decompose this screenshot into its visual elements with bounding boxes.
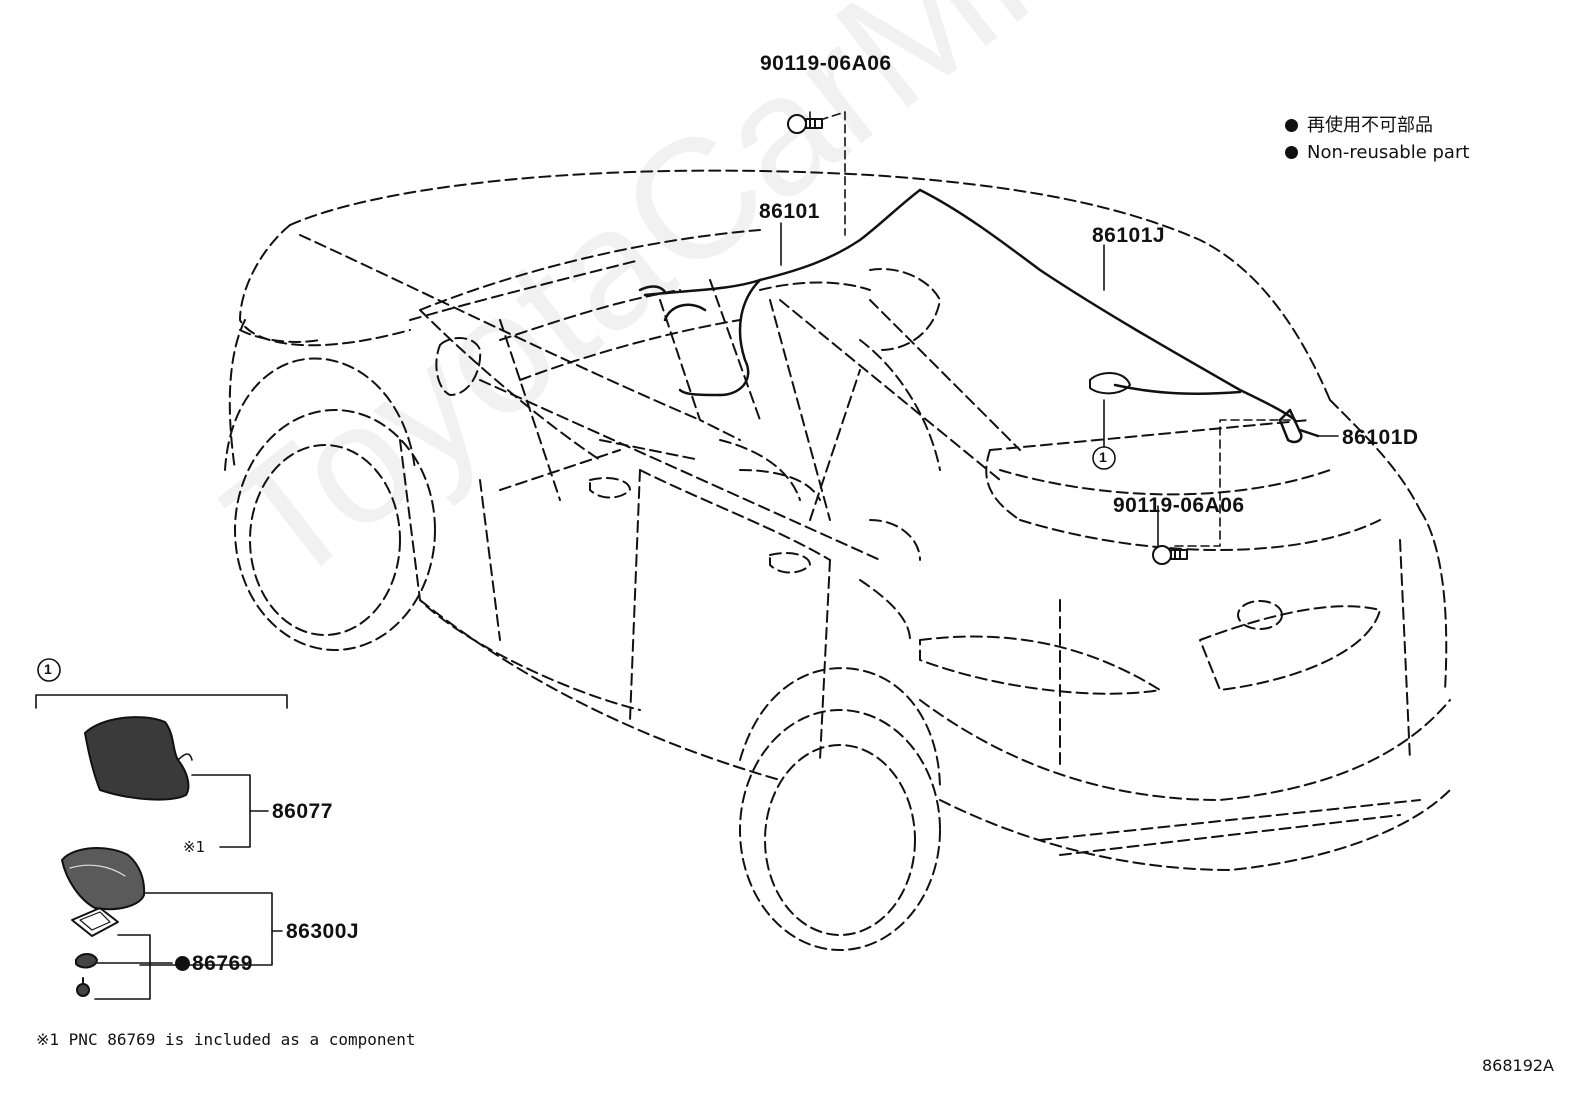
antenna-assy-shape xyxy=(61,847,146,911)
group-bracket xyxy=(35,694,288,709)
clip-shape xyxy=(75,953,98,969)
label-wire-d: 86101D xyxy=(1342,426,1419,449)
legend-jp: 再使用不可部品 xyxy=(1285,112,1469,139)
footnote: ※1 PNC 86769 is included as a component xyxy=(36,1030,416,1049)
bolt-top-icon xyxy=(787,114,823,134)
label-antenna-cover: 86077 xyxy=(272,800,333,823)
bolt-right-icon xyxy=(1152,545,1188,565)
legend-en-text: Non-reusable part xyxy=(1307,142,1470,163)
vehicle-outline xyxy=(224,169,1451,951)
antenna-wiring xyxy=(638,188,1320,444)
legend-dot-icon xyxy=(1285,119,1298,132)
callout-circle-group xyxy=(37,658,61,682)
leader-lines xyxy=(780,111,1339,547)
legend-en: Non-reusable part xyxy=(1285,139,1469,166)
non-reusable-dot-icon xyxy=(175,956,190,971)
callout-number-roof: 1 xyxy=(1099,449,1107,465)
label-bolt-top: 90119-06A06 xyxy=(760,52,892,75)
screw-shape xyxy=(76,977,90,997)
note-marker: ※1 xyxy=(183,838,206,856)
diagram-code: 868192A xyxy=(1481,1056,1554,1075)
parts-leaders xyxy=(94,774,283,1000)
legend-jp-text: 再使用不可部品 xyxy=(1307,115,1433,136)
label-gasket: 86769 xyxy=(175,952,253,976)
label-gasket-text: 86769 xyxy=(192,952,253,975)
label-wire-main: 86101 xyxy=(759,200,820,223)
callout-number-group: 1 xyxy=(44,661,52,677)
dashed-guides xyxy=(819,111,1291,547)
antenna-cover-shape xyxy=(84,716,190,801)
label-antenna-assy: 86300J xyxy=(286,920,360,943)
label-bolt-right: 90119-06A06 xyxy=(1113,494,1245,517)
roof-antenna-base xyxy=(1089,372,1131,395)
label-wire-j: 86101J xyxy=(1092,224,1166,247)
callout-circle-roof xyxy=(1092,446,1116,470)
legend: 再使用不可部品 Non-reusable part xyxy=(1285,112,1469,166)
legend-dot-icon xyxy=(1285,146,1298,159)
gasket-shape xyxy=(71,907,119,937)
